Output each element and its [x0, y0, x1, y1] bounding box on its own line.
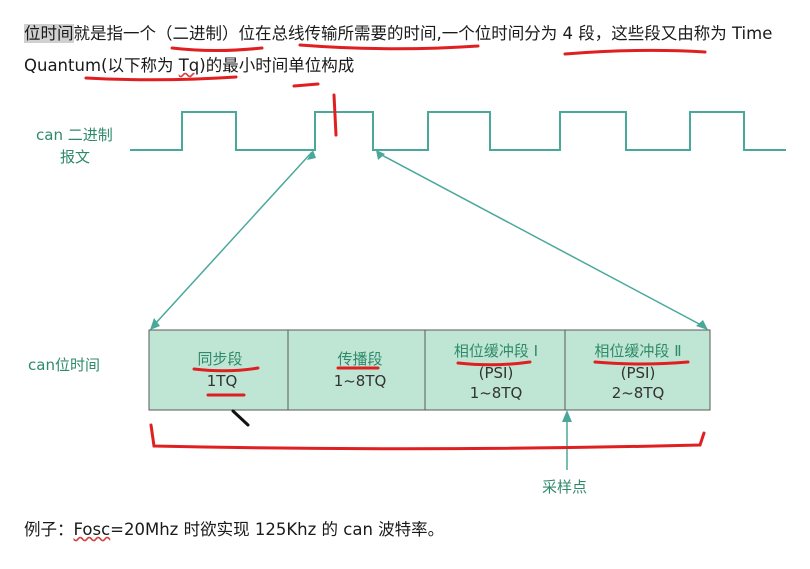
- sample-point-arrowhead: [562, 410, 572, 422]
- segment-prop-name: 传播段: [337, 350, 382, 368]
- example-rest: =20Mhz 时欲实现 125Khz 的 can 波特率。: [110, 520, 445, 539]
- annotation-tick-top: [332, 93, 338, 137]
- can-bit-time-label: can位时间: [28, 356, 100, 374]
- term-bit-time: 位时间: [24, 24, 74, 43]
- segment-box-ps2: [564, 329, 711, 411]
- arrowhead-left: [150, 318, 160, 330]
- annotation-underline-1: [170, 46, 264, 52]
- segment-box-prop: [287, 329, 426, 411]
- intro-text-end: )的最小时间单位构成: [199, 56, 355, 75]
- red-annotations: [84, 43, 707, 451]
- segment-box-ps1: [424, 329, 566, 411]
- can-binary-label: can 二进制 报文: [36, 124, 126, 168]
- annotation-underline-sync: [192, 366, 260, 373]
- expand-line-right: [377, 152, 704, 327]
- annotation-underline-3: [563, 48, 707, 56]
- segment-ps1-name: 相位缓冲段 Ⅰ: [454, 342, 538, 360]
- annotation-underline-2: [298, 43, 480, 51]
- segment-sync-value: 1TQ: [207, 372, 238, 390]
- example-fosc: Fosc: [73, 520, 111, 539]
- expand-line-left: [154, 151, 313, 325]
- segment-sync-name: 同步段: [197, 350, 242, 368]
- annotation-underline-ps2: [593, 360, 690, 366]
- intro-text: 就是指一个（二进制）位在总线传输所需要的时间,一个位时间分为 4 段，这些段又由…: [24, 24, 773, 75]
- cursor-icon: [231, 409, 250, 427]
- arrowhead-top-right: [376, 150, 385, 160]
- segment-prop-value: 1~8TQ: [334, 372, 387, 390]
- can-binary-label-line1: can 二进制: [36, 126, 113, 144]
- arrowhead-top-left: [307, 150, 316, 160]
- square-wave: [130, 111, 786, 151]
- segment-ps2-sub: (PSI): [621, 364, 656, 382]
- term-tq: Tq: [178, 56, 200, 75]
- segment-ps1-value: 1~8TQ: [470, 384, 523, 402]
- annotation-underline-5: [292, 82, 320, 88]
- example-line: 例子：Fosc=20Mhz 时欲实现 125Khz 的 can 波特率。: [24, 516, 444, 540]
- annotation-underline-ps1: [456, 360, 532, 367]
- can-binary-label-line2: 报文: [60, 148, 91, 166]
- annotation-bracket: [149, 423, 706, 451]
- segment-ps1-sub: (PSI): [479, 364, 514, 382]
- arrowhead-right: [696, 320, 708, 330]
- segment-ps2-name: 相位缓冲段 Ⅱ: [594, 342, 681, 360]
- annotation-underline-4: [84, 75, 238, 82]
- example-prefix: 例子：: [24, 520, 74, 539]
- intro-paragraph: 位时间就是指一个（二进制）位在总线传输所需要的时间,一个位时间分为 4 段，这些…: [24, 18, 804, 82]
- segment-ps2-value: 2~8TQ: [612, 384, 665, 402]
- sample-point-label: 采样点: [542, 478, 588, 496]
